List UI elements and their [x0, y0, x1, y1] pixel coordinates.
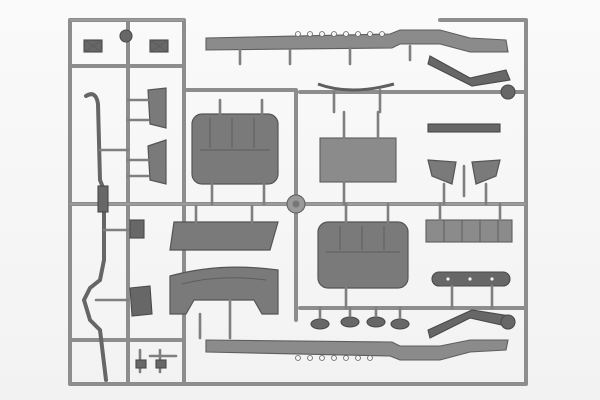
fender-pieces-left — [126, 87, 167, 317]
chassis-rail-top — [205, 29, 516, 100]
seat-lower — [317, 202, 409, 310]
rail-holes-bottom — [295, 355, 373, 361]
rail-holes-top — [295, 31, 385, 37]
windscreen-bar — [317, 82, 501, 133]
seat-back-flat — [169, 204, 279, 251]
small-parts-bottom-left — [135, 348, 178, 374]
body-tub — [169, 266, 279, 340]
steering-column — [431, 271, 511, 310]
mirror-brackets — [427, 159, 501, 206]
sprue-center-hub — [286, 194, 306, 214]
side-panel-right — [425, 202, 513, 243]
chassis-rail-bottom — [205, 309, 516, 361]
small-round-parts — [310, 306, 410, 330]
small-brackets-top-left — [83, 29, 169, 53]
seat-upper — [191, 98, 279, 206]
exhaust-pipe — [81, 92, 130, 382]
floor-plate — [319, 110, 397, 206]
